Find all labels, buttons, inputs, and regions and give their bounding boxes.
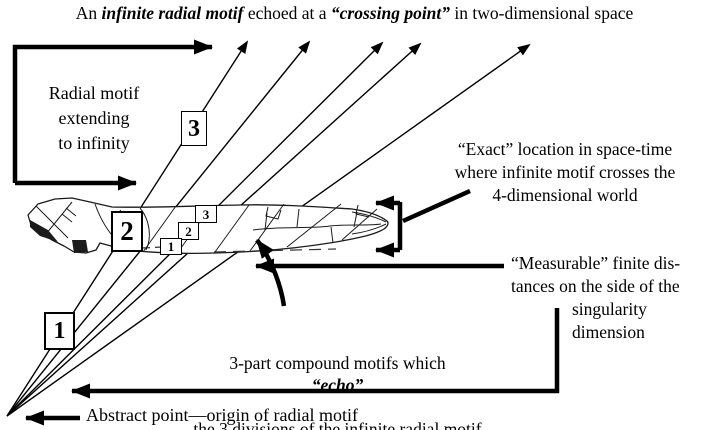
band-line bbox=[214, 204, 250, 253]
radial-motif-label: Radial motif extending to infinity bbox=[48, 83, 140, 153]
compound-marker-2: 2 bbox=[178, 222, 199, 240]
exact-location-label: “Exact” location in space-time where inf… bbox=[454, 139, 676, 205]
compound-motifs-line1: 3-part compound motifs which “echo” bbox=[150, 330, 525, 396]
artifact-dashed-lines bbox=[141, 246, 337, 253]
measurable-label: “Measurable” finite dis- tances on the s… bbox=[511, 253, 681, 296]
exact-bracket-diagonal bbox=[402, 188, 471, 224]
singularity-arrow bbox=[71, 308, 560, 399]
title-text: echoed at a bbox=[247, 3, 327, 23]
engraving-ticks bbox=[264, 208, 358, 244]
division-marker-1: 1 bbox=[44, 312, 75, 350]
compound-marker-1: 1 bbox=[160, 238, 182, 255]
engraving-crack bbox=[45, 201, 73, 235]
dark-knob bbox=[72, 240, 88, 253]
singularity-dimension-label: singularity dimension bbox=[572, 299, 647, 342]
engraving-hatch bbox=[61, 207, 77, 223]
compound-motifs-emphasis: “echo” bbox=[311, 375, 364, 395]
compound-curved-arrow bbox=[255, 238, 287, 307]
title-text: An bbox=[75, 3, 98, 23]
tip-contour bbox=[351, 211, 387, 223]
compound-marker-3: 3 bbox=[195, 205, 217, 223]
annotation-arrows bbox=[12, 39, 560, 426]
engraving-crack bbox=[252, 223, 382, 231]
title-emphasis-2: “crossing point” bbox=[330, 3, 451, 23]
division-marker-2: 2 bbox=[111, 211, 143, 252]
figure-title: An infinite radial motif echoed at a “cr… bbox=[0, 3, 709, 24]
band-line bbox=[142, 205, 177, 253]
dark-shading-left-tip bbox=[30, 220, 58, 242]
title-emphasis-1: infinite radial motif bbox=[101, 3, 244, 23]
engraving-plate bbox=[265, 206, 282, 220]
title-text: in two-dimensional space bbox=[454, 3, 634, 23]
radial-extent-top-arrow bbox=[12, 39, 213, 183]
compound-motifs-label: 3-part compound motifs which “echo” the … bbox=[150, 308, 525, 430]
compound-motifs-text: 3-part compound motifs which bbox=[229, 353, 446, 373]
compound-motifs-line2: the 3 divisions of the infinite radial m… bbox=[193, 419, 482, 430]
dashed-line bbox=[141, 246, 163, 249]
engraving-crack bbox=[35, 205, 69, 239]
band-line bbox=[249, 203, 285, 252]
engraving-plate bbox=[355, 204, 370, 218]
band-line bbox=[286, 203, 342, 248]
tip-contour bbox=[351, 223, 387, 235]
abstract-origin-label: Abstract point—origin of radial motif bbox=[86, 405, 358, 425]
division-marker-3: 3 bbox=[181, 111, 207, 146]
dashed-line bbox=[213, 248, 337, 253]
